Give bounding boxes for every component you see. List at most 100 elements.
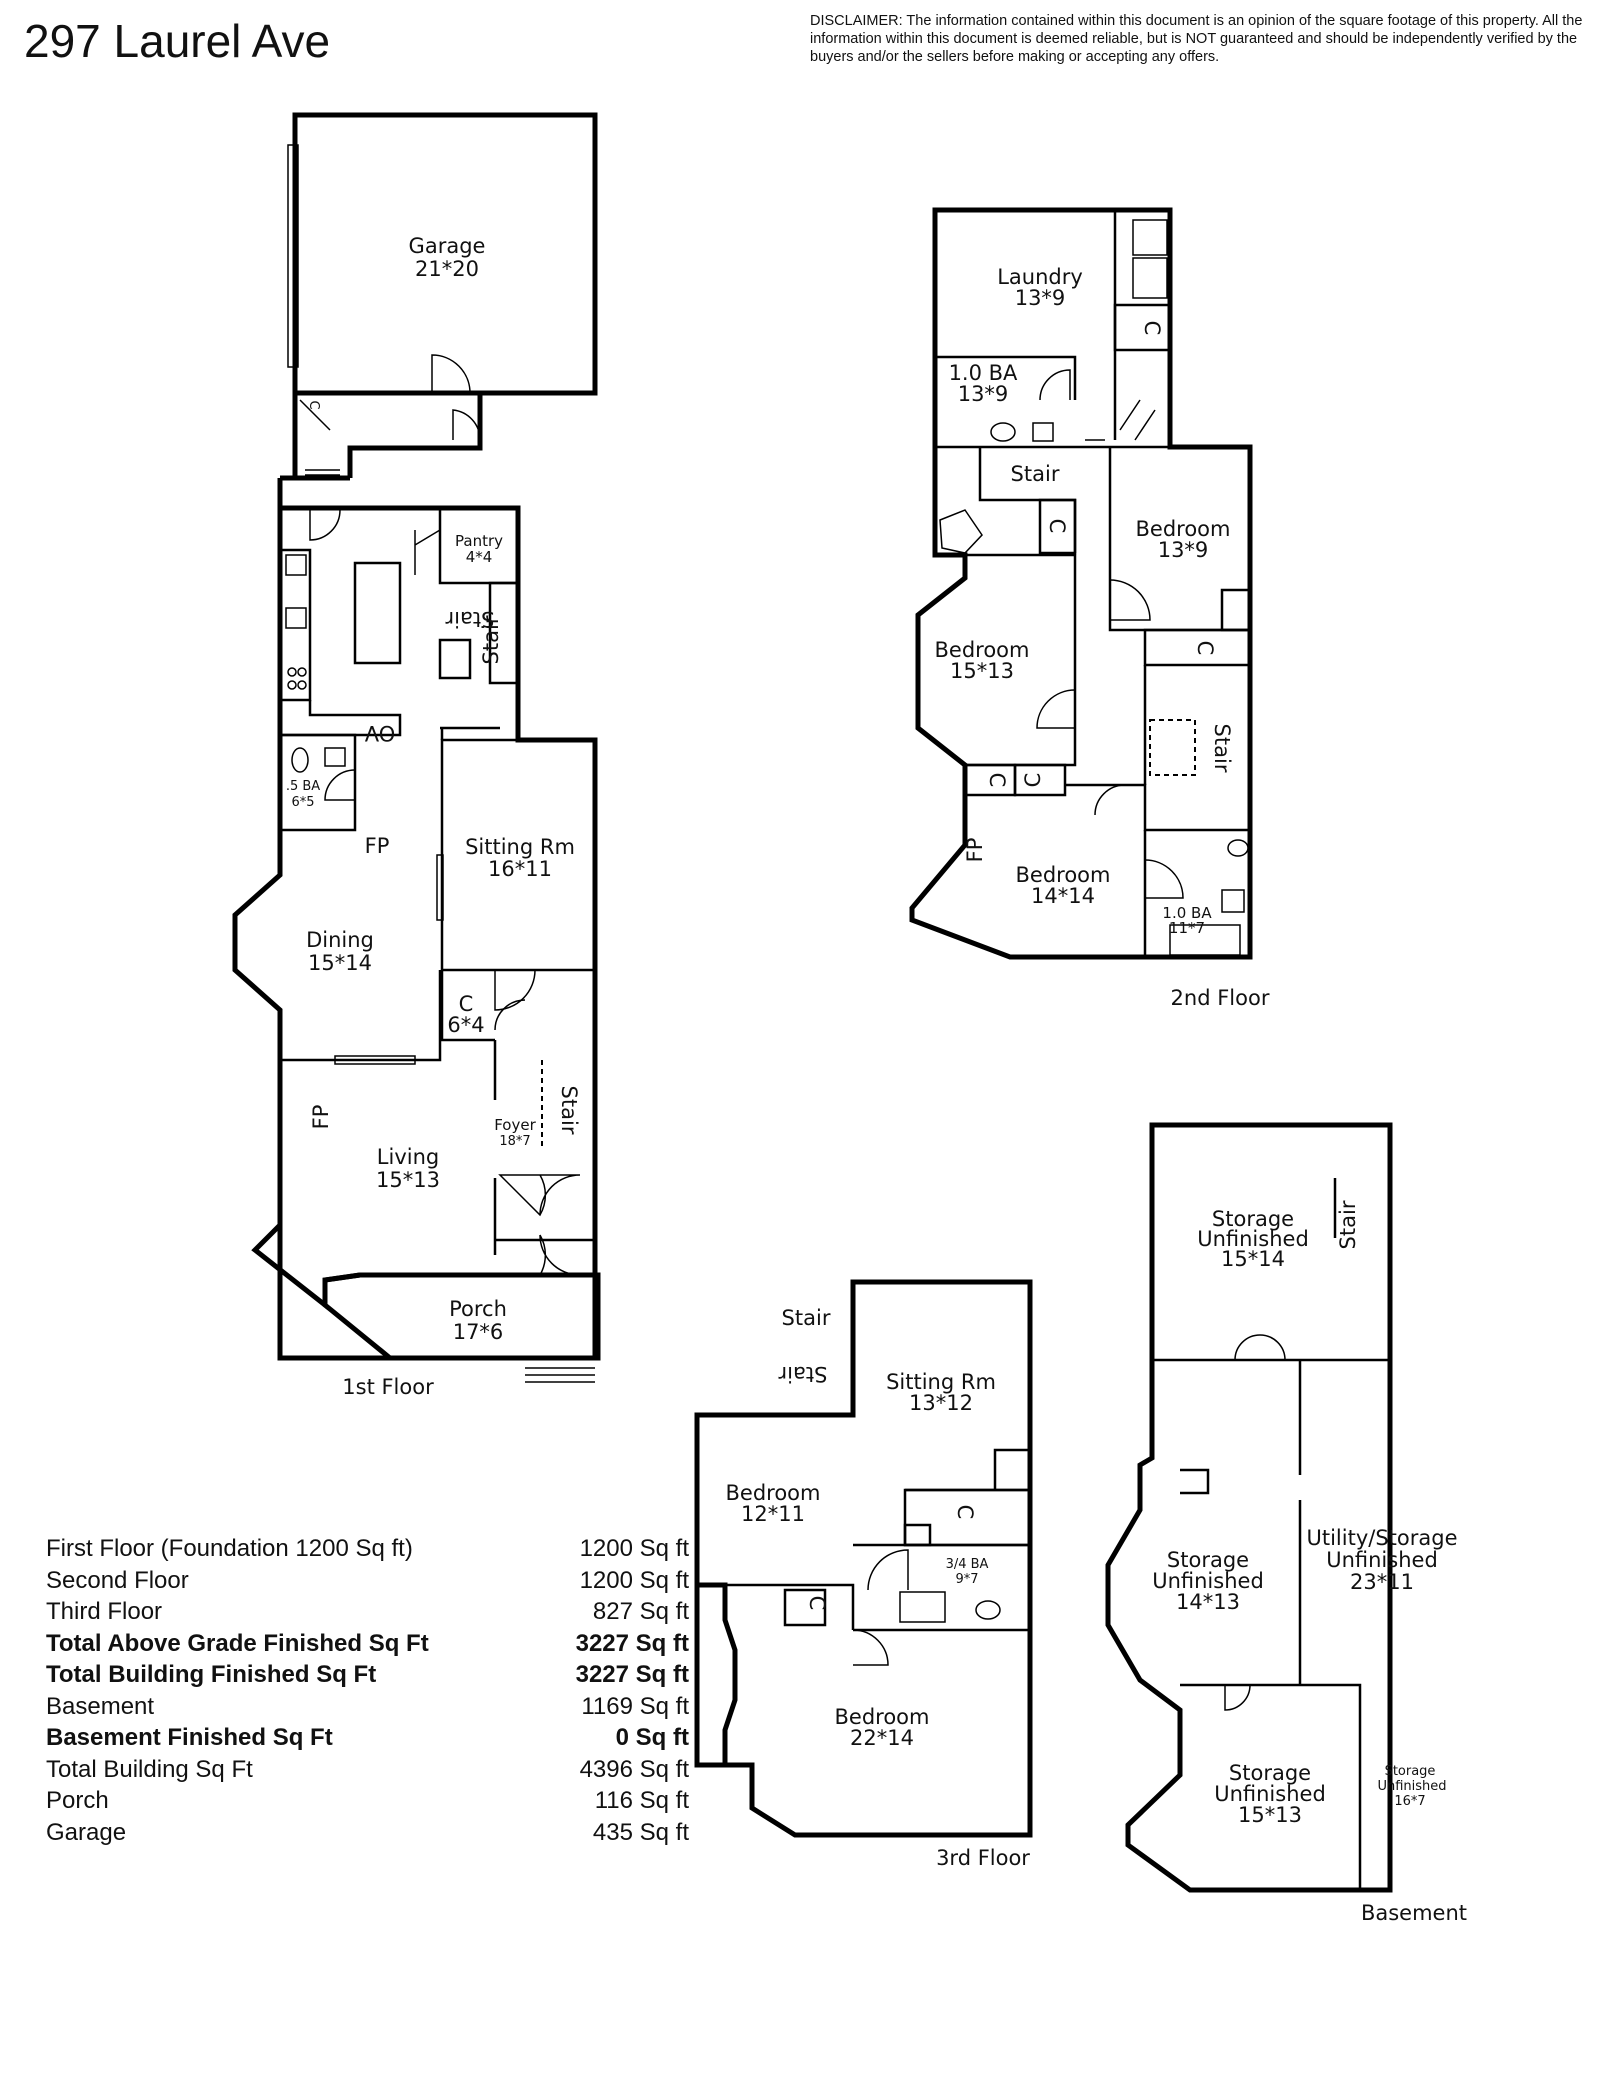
bedroom-a-dim: 13*9 — [1158, 538, 1209, 562]
sitting-room-name: Sitting Rm — [465, 835, 575, 859]
area-summary-row: Porch 116 Sq ft — [46, 1785, 689, 1817]
garage-name: Garage — [409, 234, 486, 258]
dining-dim: 15*14 — [308, 951, 372, 975]
area-value: 3227 Sq ft — [575, 1629, 689, 1657]
area-value: 4396 Sq ft — [579, 1755, 689, 1783]
breezeway-walls — [292, 393, 483, 478]
closet-box — [783, 1588, 827, 1627]
sliding-door — [334, 1055, 416, 1065]
closet-label: C — [985, 773, 1009, 788]
basement-label: Basement — [1361, 1901, 1467, 1925]
storage-a-door-swing — [1234, 1334, 1286, 1361]
area-value: 3227 Sq ft — [575, 1661, 689, 1688]
area-value: 1200 Sq ft — [579, 1535, 689, 1562]
second-floor-labels: Laundry 13*9 C 1.0 BA 13*9 Stair C Bedro… — [935, 265, 1270, 1010]
sink-icon — [1032, 422, 1054, 442]
area-value: 1169 Sq ft — [581, 1692, 689, 1720]
bath-b-name: 1.0 BA — [1162, 904, 1212, 922]
bedroom-b-name: Bedroom — [835, 1705, 930, 1729]
burner-icon — [297, 680, 307, 690]
bedroom-b-door-swing — [1036, 689, 1076, 729]
first-floor-plan — [232, 112, 601, 1383]
bath-b-dim: 11*7 — [1169, 919, 1205, 937]
sitting-room-lintel — [440, 726, 500, 740]
kitchen-lower-counter — [282, 700, 402, 737]
foyer-dim: 18*7 — [499, 1134, 530, 1149]
garage-door-swing — [431, 354, 471, 394]
bedroom-c-fp-label: FP — [963, 838, 987, 863]
breezeway-door-swing — [452, 409, 481, 441]
foyer-name: Foyer — [494, 1116, 536, 1134]
bedroom-a-closet-2 — [1143, 628, 1252, 667]
hall-walls — [1065, 783, 1250, 832]
closet-label: C — [953, 1505, 977, 1520]
half-bath-dim: 6*5 — [291, 795, 314, 810]
bedroom-a-closet — [1220, 588, 1252, 632]
washer-icon — [1132, 219, 1168, 256]
area-label: Garage — [46, 1818, 127, 1846]
storage-b-closet — [1180, 1468, 1210, 1495]
area-label: Porch — [46, 1787, 109, 1814]
area-summary-row: First Floor (Foundation 1200 Sq ft)1200 … — [46, 1533, 689, 1565]
pantry-dim: 4*4 — [466, 548, 493, 566]
area-value: 116 Sq ft — [594, 1787, 689, 1814]
rear-stair-label: Stair — [479, 615, 503, 664]
breezeway-steps — [305, 469, 340, 476]
closet-box — [1013, 763, 1067, 797]
storage-d-name: Storage — [1385, 1764, 1436, 1779]
toilet-icon — [975, 1600, 1001, 1620]
closet-dim: 6*4 — [447, 1013, 484, 1037]
closet-box — [1038, 498, 1077, 555]
toilet-icon — [990, 422, 1016, 442]
area-summary-table: First Floor (Foundation 1200 Sq ft)1200 … — [46, 1533, 689, 1848]
sink-icon — [1221, 889, 1245, 913]
dining-fp-label: FP — [365, 834, 390, 858]
third-floor-plan — [694, 1279, 1033, 1838]
tub-icon — [939, 509, 983, 554]
shower-icon — [899, 1591, 946, 1623]
basement-labels: Storage Unfinished 15*14 Stair Utility/S… — [1152, 1200, 1467, 1925]
living-dim: 15*13 — [376, 1168, 440, 1192]
burner-icon — [287, 667, 297, 677]
half-bath-name: .5 BA — [286, 779, 320, 794]
half-bath-door-swing — [324, 769, 356, 801]
bath-a-dim: 13*9 — [958, 382, 1009, 406]
storage-b-name: Storage — [1167, 1548, 1249, 1572]
closet-label: C — [1021, 773, 1045, 788]
kitchen-chair — [438, 638, 472, 680]
toilet-icon — [291, 747, 309, 773]
closet-label: C — [805, 1596, 829, 1611]
stair-label-inverted: Stair — [778, 1362, 827, 1386]
landing-stair-label: Stair — [1011, 462, 1060, 486]
third-floor-outline — [694, 1279, 1033, 1838]
porch-steps — [525, 1367, 595, 1383]
closet-door-swing — [494, 969, 536, 1011]
third-floor-label: 3rd Floor — [936, 1846, 1030, 1870]
bedroom-b-name: Bedroom — [935, 638, 1030, 662]
living-name: Living — [377, 1145, 439, 1169]
first-floor-outline — [232, 505, 598, 1361]
bedroom-b-dim: 22*14 — [850, 1726, 914, 1750]
rear-stair-box — [488, 581, 520, 685]
closet-walls — [440, 970, 495, 1042]
first-floor-labels: Garage 21*20 Pantry 4*4 Stair Stair OV C… — [286, 234, 581, 1399]
dining-name: Dining — [306, 928, 374, 952]
area-label: Second Floor — [46, 1566, 189, 1594]
storage-d-sub: Unfinished — [1377, 1779, 1446, 1794]
foyer-door-swing — [494, 999, 526, 1031]
garage-walls — [292, 112, 598, 396]
half-bath-walls — [282, 733, 357, 832]
pantry-walls — [438, 506, 520, 585]
second-floor-outline — [909, 207, 1253, 960]
bedroom-a-walls — [697, 1583, 855, 1630]
bath-b-door-swing — [1144, 859, 1184, 899]
bedroom-a-closet-label: C — [1193, 641, 1217, 656]
bedroom-b-dim: 15*13 — [950, 659, 1014, 683]
